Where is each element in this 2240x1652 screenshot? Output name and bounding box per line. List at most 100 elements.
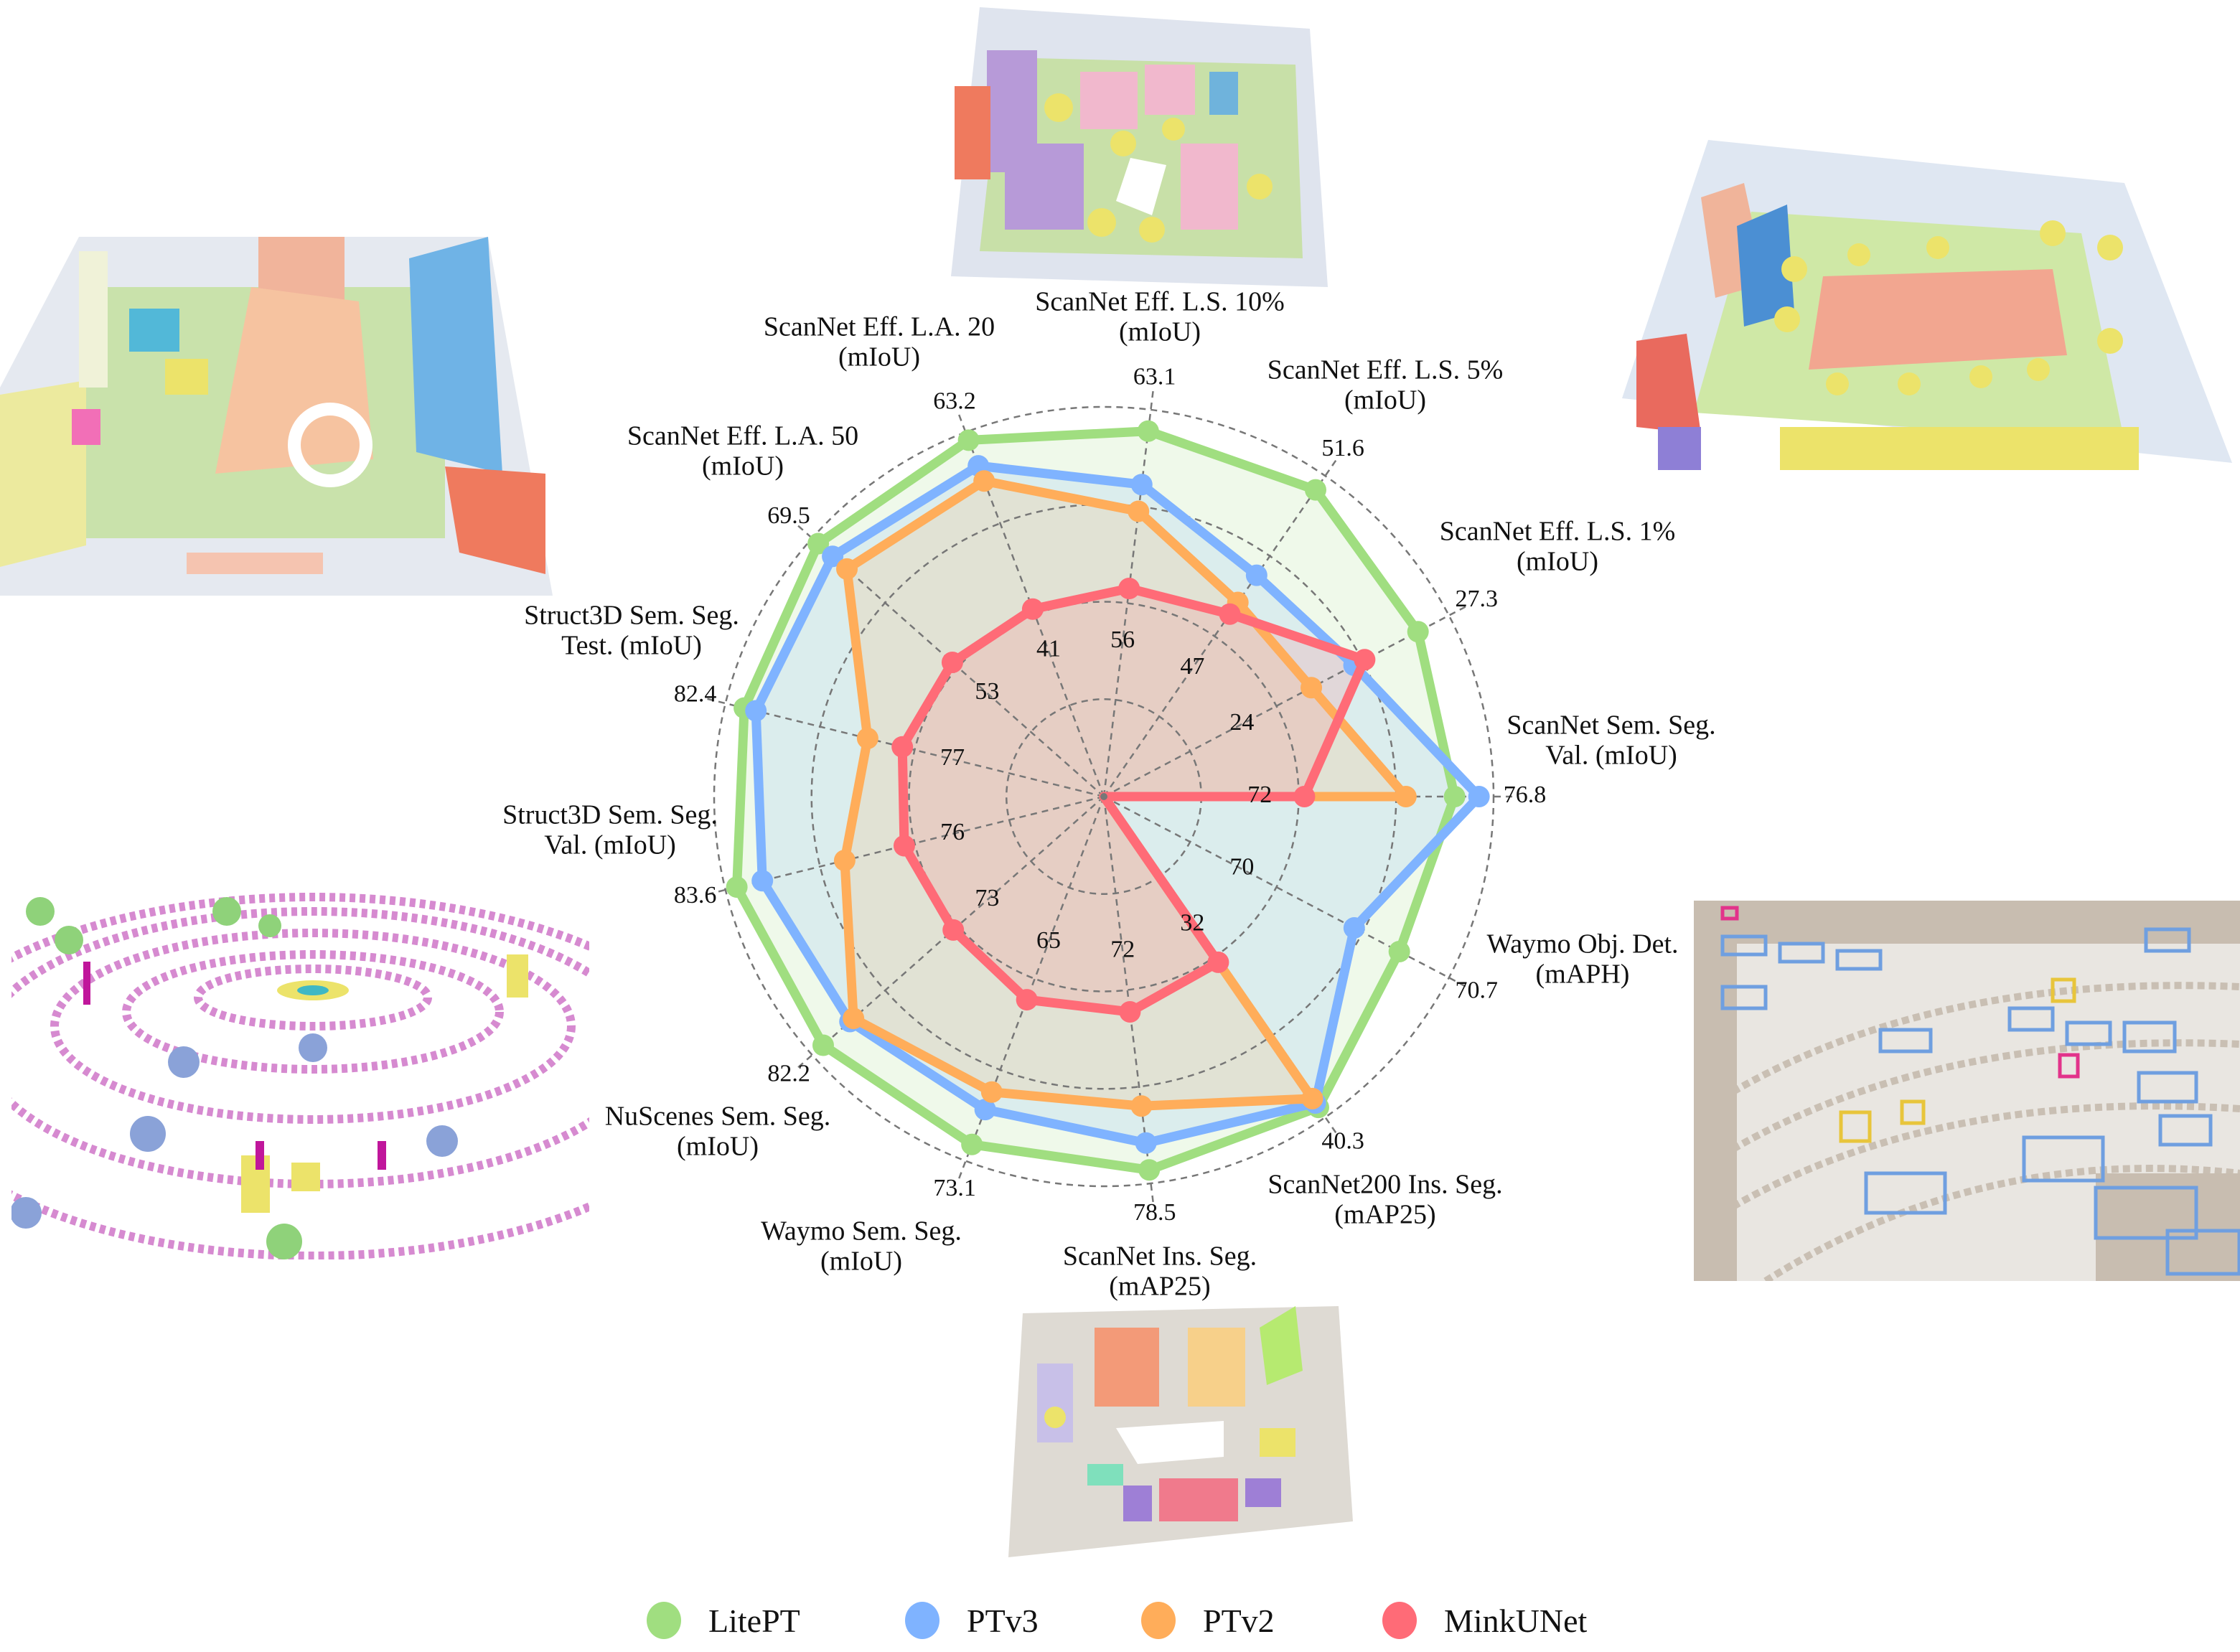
axis-title-unit: (mIoU) [702, 451, 784, 482]
axis-title-unit: (mAP25) [1334, 1200, 1435, 1230]
axis-max-label: 78.5 [1133, 1199, 1176, 1226]
legend-marker-icon [1141, 1602, 1176, 1639]
data-point-minkunet [1293, 785, 1316, 807]
data-point-ptv3 [1130, 474, 1153, 496]
series-line-litept [732, 426, 1460, 1175]
data-point-minkunet [1118, 577, 1140, 599]
axis-tick-label: 53 [975, 678, 999, 705]
data-point-ptv2 [980, 1081, 1003, 1103]
axis-title: ScanNet Eff. L.A. 50 [627, 421, 858, 451]
data-point-litept [726, 876, 748, 898]
axis-title-unit: Test. (mIoU) [561, 631, 702, 661]
axis-max-label: 82.2 [767, 1061, 810, 1087]
data-point-ptv2 [1395, 785, 1417, 807]
data-point-ptv3 [822, 545, 844, 568]
axis-title: ScanNet Eff. L.A. 20 [764, 312, 995, 342]
axis-tick-label: 47 [1180, 653, 1204, 680]
axis-title: ScanNet Eff. L.S. 5% [1267, 355, 1504, 385]
data-point-minkunet [893, 835, 915, 857]
data-point-ptv3 [974, 1099, 996, 1121]
data-point-ptv3 [1135, 1132, 1157, 1154]
axis-title-unit: Val. (mIoU) [1545, 741, 1677, 771]
axis-title: ScanNet Sem. Seg. [1506, 710, 1715, 741]
legend-item-ptv3: PTv3 [905, 1600, 1039, 1641]
axis-max-label: 51.6 [1321, 435, 1364, 461]
legend: LitePT PTv3 PTv2 MinkUNet [0, 1600, 2240, 1643]
data-point-ptv3 [1468, 785, 1490, 807]
data-point-ptv3 [1245, 564, 1267, 586]
scannet-instance-pointcloud [1008, 1306, 1353, 1557]
data-point-ptv2 [973, 470, 995, 492]
axis-title: Waymo Sem. Seg. [761, 1216, 962, 1247]
axis-max-label: 82.4 [674, 680, 717, 707]
legend-marker-icon [647, 1602, 681, 1639]
data-point-litept [1138, 1159, 1161, 1181]
data-point-ptv2 [1128, 500, 1150, 522]
axis-title-unit: (mIoU) [677, 1132, 759, 1162]
legend-item-minkunet: MinkUNet [1382, 1600, 1587, 1641]
axis-tick-label: 72 [1247, 782, 1272, 808]
data-point-litept [812, 1034, 834, 1056]
legend-item-litept: LitePT [647, 1600, 800, 1641]
legend-marker-icon [905, 1602, 939, 1639]
axis-tick-label: 56 [1110, 626, 1135, 653]
axis-title: Struct3D Sem. Seg. [502, 800, 718, 830]
axis-max-label: 76.8 [1504, 782, 1547, 808]
data-point-ptv2 [843, 1008, 865, 1030]
axis-tick-label: 76 [940, 819, 965, 845]
data-point-ptv2 [836, 558, 858, 580]
axis-title-unit: Val. (mIoU) [544, 830, 676, 860]
data-point-litept [1304, 479, 1326, 501]
axis-title: ScanNet Ins. Seg. [1063, 1242, 1257, 1272]
data-point-litept [961, 1133, 983, 1155]
axis-tick-label: 72 [1110, 936, 1135, 962]
axis-title: Waymo Obj. Det. [1486, 929, 1678, 959]
data-point-minkunet [1219, 603, 1241, 625]
series-fill-minkunet [902, 588, 1365, 1012]
center-point [1100, 793, 1107, 800]
data-point-minkunet [1354, 649, 1376, 671]
data-point-litept [1407, 621, 1429, 643]
legend-marker-icon [1382, 1602, 1417, 1639]
axis-tick-label: 65 [1036, 927, 1061, 954]
axis-title-unit: (mIoU) [820, 1247, 902, 1277]
axis-max-label: 40.3 [1321, 1127, 1364, 1154]
axis-tick-label: 70 [1229, 854, 1254, 881]
axis-tick-label: 41 [1036, 636, 1061, 662]
data-point-minkunet [891, 736, 914, 758]
data-point-minkunet [1119, 1000, 1141, 1023]
axis-tick-label: 73 [975, 885, 999, 911]
axis-title-unit: (mIoU) [1119, 317, 1201, 347]
axis-max-label: 83.6 [674, 882, 717, 909]
axis-max-label: 70.7 [1456, 977, 1499, 1003]
axis-max-label: 69.5 [767, 502, 810, 529]
legend-label: PTv3 [967, 1602, 1039, 1639]
axis-max-label: 27.3 [1456, 586, 1499, 612]
data-point-litept [957, 429, 980, 451]
axis-title: ScanNet Eff. L.S. 1% [1440, 517, 1676, 547]
data-point-litept [1137, 420, 1159, 442]
data-point-ptv3 [745, 700, 767, 722]
series-line-ptv2 [840, 476, 1411, 1111]
grid-ring [713, 405, 1495, 1188]
axis-tick-label: 24 [1229, 709, 1254, 736]
data-point-minkunet [1016, 989, 1038, 1011]
data-point-ptv2 [833, 850, 856, 872]
series-line-minkunet [897, 583, 1369, 1017]
axis-max-label: 63.2 [933, 388, 976, 414]
axis-title: Struct3D Sem. Seg. [524, 601, 739, 631]
data-point-ptv2 [1130, 1095, 1153, 1117]
axis-tick-label: 77 [940, 744, 965, 771]
scannet-conference-room-pointcloud [1622, 140, 2232, 470]
axis-title: NuScenes Sem. Seg. [605, 1102, 831, 1132]
data-point-minkunet [1207, 951, 1229, 973]
legend-label: MinkUNet [1444, 1602, 1588, 1639]
data-point-minkunet [942, 919, 965, 941]
axis-max-label: 63.1 [1133, 364, 1176, 390]
data-point-ptv2 [856, 727, 878, 749]
axis-title-unit: (mIoU) [838, 342, 920, 372]
data-point-litept [807, 532, 830, 555]
data-point-ptv3 [751, 870, 774, 892]
series-fill-litept [736, 431, 1455, 1170]
